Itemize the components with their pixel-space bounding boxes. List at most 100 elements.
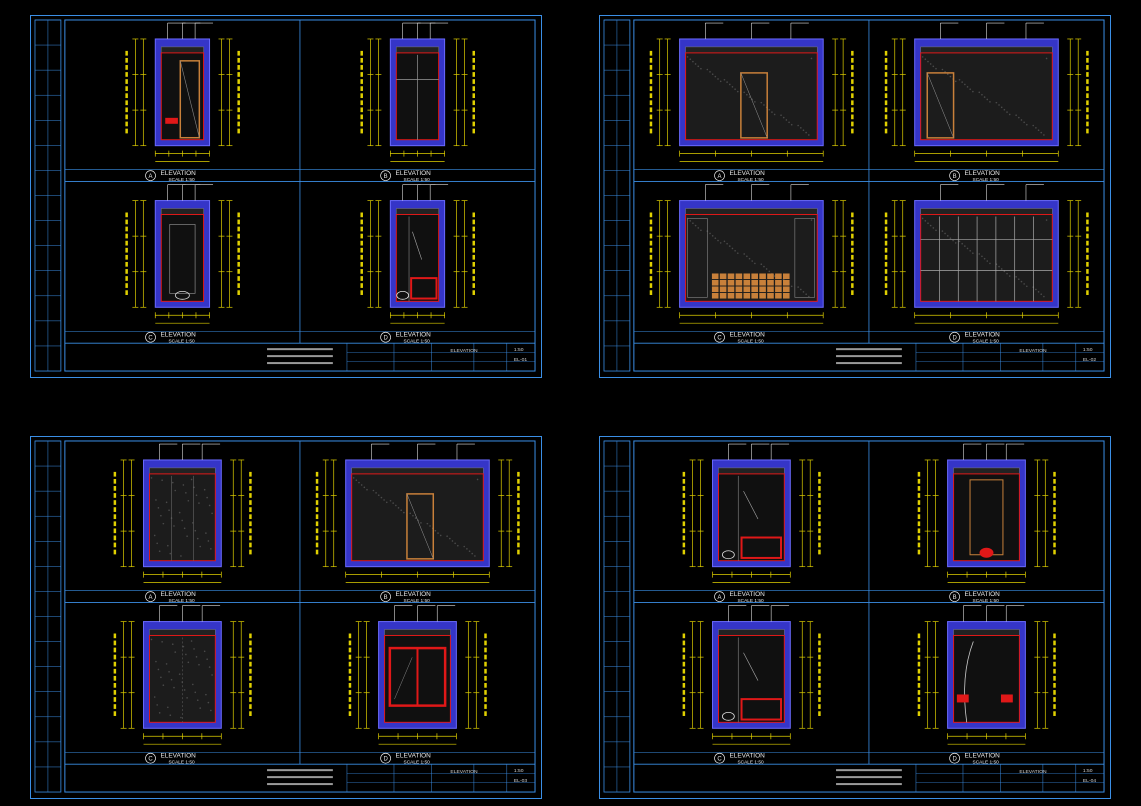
texture-dot bbox=[981, 93, 983, 96]
annotation-glyph bbox=[249, 521, 252, 527]
annotation-glyph bbox=[113, 549, 117, 555]
annotation-glyph bbox=[1086, 121, 1089, 127]
annotation-glyph bbox=[113, 542, 117, 548]
texture-dot bbox=[155, 499, 157, 501]
annotation-glyph bbox=[818, 675, 821, 681]
annotation-glyph bbox=[851, 276, 854, 281]
annotation-glyph bbox=[249, 493, 252, 498]
texture-dot bbox=[193, 648, 195, 650]
annotation-glyph bbox=[249, 633, 252, 639]
annotation-glyph bbox=[682, 486, 686, 491]
texture-dot bbox=[800, 127, 802, 129]
texture-dot bbox=[736, 90, 739, 93]
texture-dot bbox=[743, 253, 745, 255]
texture-dot bbox=[185, 653, 187, 656]
annotation-glyph bbox=[851, 240, 854, 246]
texture-dot bbox=[195, 656, 198, 658]
texture-dot bbox=[924, 58, 927, 61]
texture-dot bbox=[1040, 131, 1043, 134]
annotation-glyph bbox=[249, 507, 252, 512]
texture-dot bbox=[395, 504, 397, 507]
texture-dot bbox=[954, 80, 957, 83]
annotation-glyph bbox=[237, 128, 240, 134]
annotation-glyph bbox=[237, 72, 240, 77]
elevation-label: ELEVATION bbox=[160, 753, 196, 760]
annotation-glyph bbox=[682, 542, 686, 548]
annotation-glyph bbox=[237, 86, 240, 91]
annotation-glyph bbox=[917, 478, 921, 484]
annotation-glyph bbox=[348, 675, 352, 681]
texture-dot bbox=[1020, 119, 1023, 121]
elevation-scale: SCALE 1:50 bbox=[168, 177, 195, 183]
texture-dot bbox=[966, 86, 969, 88]
texture-dot bbox=[412, 514, 414, 517]
annotation-glyph bbox=[1053, 486, 1056, 491]
texture-dot bbox=[205, 693, 207, 696]
tile bbox=[719, 286, 727, 293]
annotation-glyph bbox=[484, 704, 487, 709]
elevation-label: ELEVATION bbox=[160, 332, 196, 339]
texture-dot bbox=[706, 68, 709, 71]
annotation-glyph bbox=[884, 247, 888, 253]
texture-dot bbox=[714, 237, 717, 239]
annotation-glyph bbox=[649, 269, 653, 274]
tile bbox=[719, 292, 727, 299]
annotation-glyph bbox=[1086, 247, 1089, 253]
annotation-glyph bbox=[917, 521, 921, 527]
annotation-glyph bbox=[472, 290, 475, 295]
texture-dot bbox=[932, 65, 935, 68]
texture-dot bbox=[731, 247, 734, 250]
annotation-glyph bbox=[682, 704, 686, 709]
annotation-glyph bbox=[917, 493, 921, 498]
texture-dot bbox=[190, 478, 193, 481]
texture-dot bbox=[168, 671, 170, 673]
annotation-glyph bbox=[682, 478, 686, 484]
texture-dot bbox=[161, 641, 163, 643]
annotation-glyph bbox=[1053, 528, 1056, 534]
texture-dot bbox=[409, 512, 412, 515]
annotation-glyph bbox=[113, 528, 117, 534]
annotation-glyph bbox=[851, 212, 854, 218]
annotation-glyph bbox=[851, 290, 854, 295]
annotation-glyph bbox=[682, 535, 686, 541]
texture-dot bbox=[946, 235, 949, 237]
texture-dot bbox=[700, 67, 702, 70]
tile bbox=[719, 273, 727, 280]
annotation-glyph bbox=[649, 212, 653, 218]
texture-dot bbox=[352, 477, 355, 479]
elevation-face bbox=[717, 473, 785, 562]
annotation-glyph bbox=[884, 233, 888, 239]
annotation-glyph bbox=[113, 711, 117, 716]
texture-dot bbox=[380, 496, 383, 499]
elevation-label: ELEVATION bbox=[729, 332, 765, 339]
elevation-scale: SCALE 1:50 bbox=[404, 339, 431, 345]
fixture bbox=[1000, 694, 1013, 703]
annotation-glyph bbox=[818, 486, 821, 491]
annotation-glyph bbox=[1086, 269, 1089, 274]
annotation-glyph bbox=[237, 219, 240, 225]
texture-dot bbox=[754, 262, 756, 265]
annotation-glyph bbox=[125, 128, 128, 134]
annotation-glyph bbox=[249, 675, 252, 681]
annotation-glyph bbox=[517, 521, 520, 527]
annotation-glyph bbox=[125, 50, 128, 56]
elevation-scale: SCALE 1:50 bbox=[168, 339, 195, 345]
texture-dot bbox=[949, 75, 952, 78]
annotation-glyph bbox=[472, 219, 475, 225]
texture-dot bbox=[167, 544, 169, 547]
annotation-glyph bbox=[818, 535, 821, 541]
tile bbox=[743, 292, 751, 299]
annotation-glyph bbox=[884, 254, 888, 260]
texture-dot bbox=[1015, 276, 1017, 278]
elevation-face bbox=[920, 52, 1053, 141]
annotation-glyph bbox=[682, 514, 686, 520]
annotation-glyph bbox=[851, 254, 854, 260]
annotation-glyph bbox=[113, 661, 117, 667]
texture-dot bbox=[1023, 283, 1025, 285]
